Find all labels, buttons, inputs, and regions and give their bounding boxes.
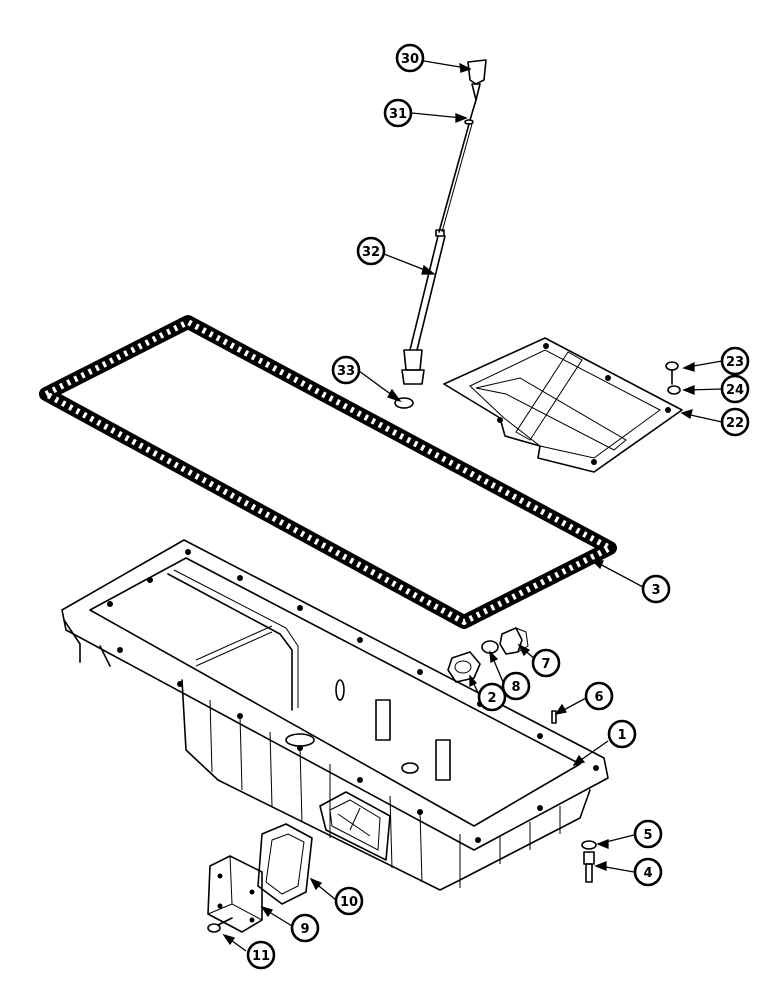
o-ring-33 <box>394 397 414 409</box>
bolt-11 <box>207 917 233 933</box>
dipstick <box>401 59 487 385</box>
callout-7: 7 <box>531 648 561 678</box>
cover-plate <box>443 337 683 473</box>
callout-10: 10 <box>334 886 364 916</box>
callout-23: 23 <box>720 346 750 376</box>
cover-gasket-10 <box>257 823 313 905</box>
callout-33: 33 <box>331 355 361 385</box>
callout-31: 31 <box>383 98 413 128</box>
callout-4: 4 <box>633 857 663 887</box>
callout-32: 32 <box>356 236 386 266</box>
svg-text:8: 8 <box>511 680 520 695</box>
bolt-23 <box>665 361 679 385</box>
svg-text:22: 22 <box>726 416 744 431</box>
washer-5 <box>581 840 597 850</box>
svg-text:24: 24 <box>726 383 744 398</box>
gasket <box>39 315 617 629</box>
callout-22: 22 <box>720 407 750 437</box>
svg-text:2: 2 <box>487 691 496 706</box>
svg-text:7: 7 <box>541 657 550 672</box>
svg-text:9: 9 <box>300 922 309 937</box>
oil-pan <box>61 539 609 891</box>
callout-5: 5 <box>633 819 663 849</box>
svg-text:5: 5 <box>643 828 652 843</box>
washer-24 <box>667 385 681 395</box>
callout-11: 11 <box>246 940 276 970</box>
pin-6 <box>551 710 557 724</box>
callout-9: 9 <box>290 913 320 943</box>
svg-text:31: 31 <box>389 107 407 122</box>
callout-3: 3 <box>641 574 671 604</box>
callout-30: 30 <box>395 43 425 73</box>
svg-text:3: 3 <box>651 583 660 598</box>
callouts: 30 31 32 33 23 24 22 3 7 8 2 6 1 5 4 10 … <box>246 43 750 970</box>
svg-text:33: 33 <box>337 364 355 379</box>
leader-lines <box>222 60 723 952</box>
callout-8: 8 <box>501 671 531 701</box>
svg-text:6: 6 <box>594 690 603 705</box>
svg-text:4: 4 <box>643 866 652 881</box>
bolt-4 <box>583 851 595 883</box>
svg-text:1: 1 <box>617 728 626 743</box>
callout-6: 6 <box>584 681 614 711</box>
callout-24: 24 <box>720 374 750 404</box>
svg-text:30: 30 <box>401 52 419 67</box>
cover-plate-9 <box>207 855 263 933</box>
svg-text:32: 32 <box>362 245 380 260</box>
drain-plug-2 <box>447 651 481 683</box>
callout-2: 2 <box>477 682 507 712</box>
callout-1: 1 <box>607 719 637 749</box>
svg-text:23: 23 <box>726 355 744 370</box>
svg-text:11: 11 <box>252 949 270 964</box>
svg-text:10: 10 <box>340 895 358 910</box>
